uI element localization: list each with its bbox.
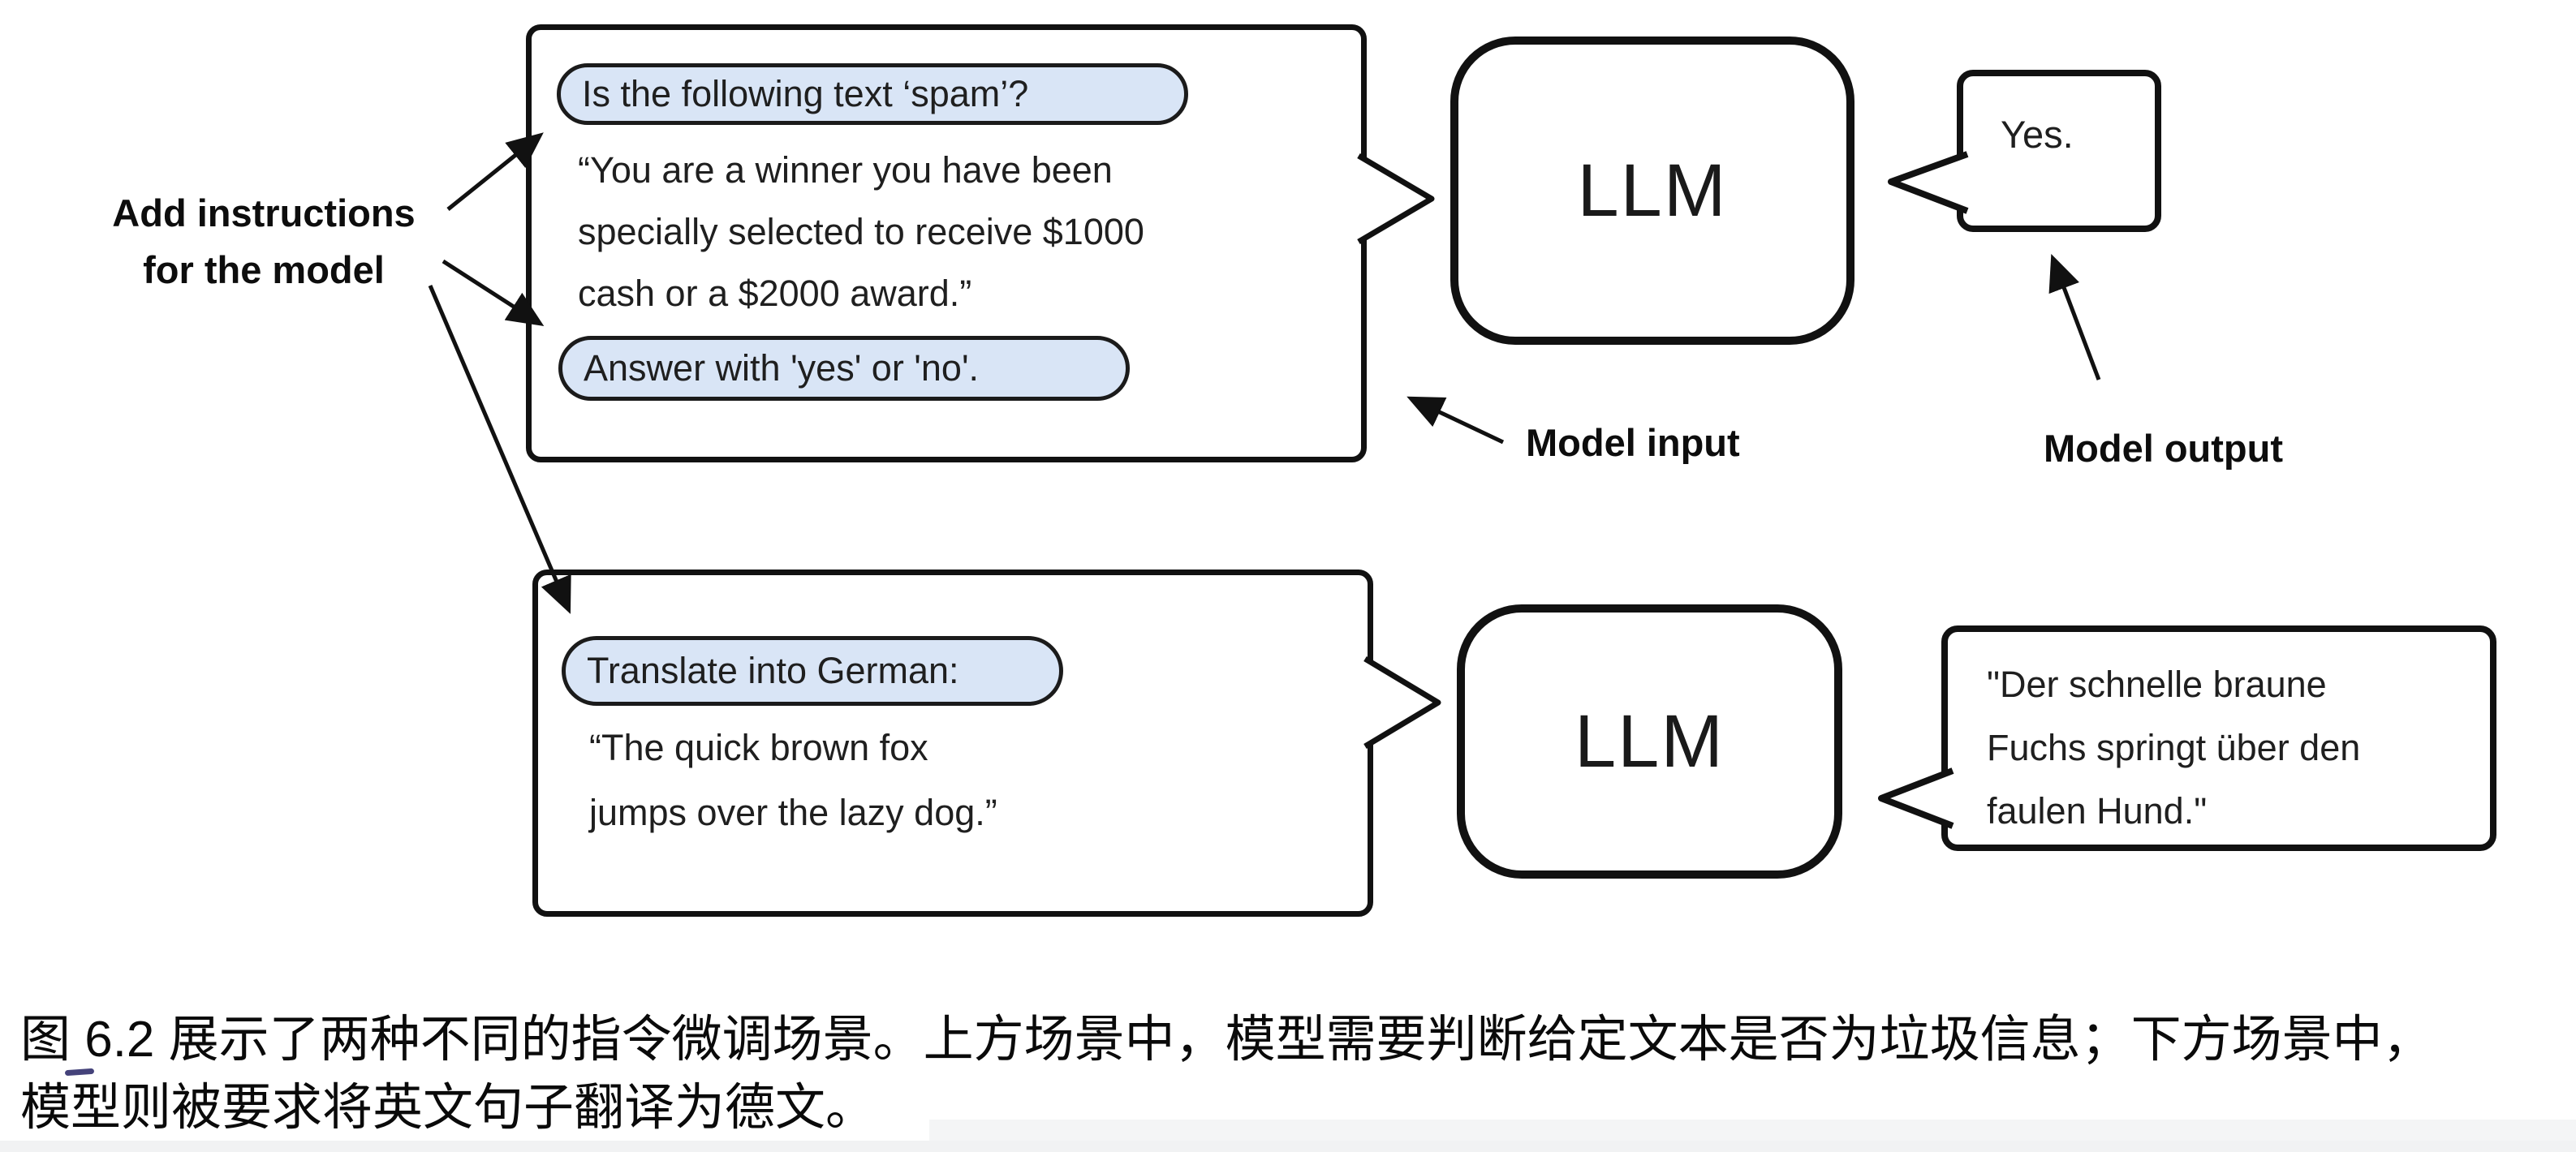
top-body-line-1: “You are a winner you have been: [578, 149, 1113, 191]
top-llm-label: LLM: [1577, 148, 1728, 232]
bottom-output-line-2: Fuchs springt über den: [1987, 727, 2361, 768]
bottom-llm-label: LLM: [1574, 699, 1725, 783]
bottom-body-line-2: jumps over the lazy dog.”: [589, 792, 997, 833]
bottom-body-line-1: “The quick brown fox: [589, 727, 928, 768]
model-output-arrow-icon: [2048, 253, 2101, 380]
bottom-instruction-pill: Translate into German:: [562, 636, 1063, 706]
figure-caption: 图 6.2 展示了两种不同的指令微调场景。上方场景中，模型需要判断给定文本是否为…: [20, 1006, 2433, 1142]
bottom-output-bubble: "Der schnelle braune Fuchs springt über …: [1941, 625, 2496, 851]
top-output-notch-icon: [1888, 151, 1969, 214]
top-llm-box: LLM: [1450, 37, 1854, 345]
caption-line-1: 图 6.2 展示了两种不同的指令微调场景。上方场景中，模型需要判断给定文本是否为…: [20, 1012, 2433, 1068]
model-input-arrow-icon: [1406, 396, 1505, 445]
bottom-instruction-text: Translate into German:: [587, 650, 959, 691]
bottom-model-input-box: [532, 570, 1373, 917]
top-instruction-pill-2: Answer with 'yes' or 'no'.: [558, 336, 1130, 401]
top-input-notch-icon: [1357, 153, 1435, 245]
caption-line-2: 模型则被要求将英文句子翻译为德文。: [20, 1080, 877, 1136]
model-input-label: Model input: [1526, 421, 1740, 464]
bottom-llm-box: LLM: [1457, 604, 1842, 879]
bottom-body-text: “The quick brown fox jumps over the lazy…: [589, 716, 997, 845]
add-instructions-line1: Add instructions: [112, 191, 416, 234]
top-body-line-2: specially selected to receive $1000: [578, 211, 1144, 252]
top-output-text: Yes.: [2001, 113, 2074, 156]
bottom-output-line-1: "Der schnelle braune: [1987, 664, 2327, 705]
top-body-line-3: cash or a $2000 award.”: [578, 273, 972, 314]
add-instructions-label: Add instructions for the model: [69, 185, 459, 299]
top-instruction-pill-1: Is the following text ‘spam’?: [557, 63, 1188, 125]
model-output-label: Model output: [2044, 427, 2283, 470]
top-instruction-2-text: Answer with 'yes' or 'no'.: [584, 347, 980, 389]
top-body-text: “You are a winner you have been speciall…: [578, 140, 1144, 325]
bottom-output-line-3: faulen Hund.": [1987, 790, 2208, 832]
top-output-bubble: Yes.: [1957, 70, 2161, 232]
bottom-input-notch-icon: [1363, 656, 1441, 750]
add-instructions-line2: for the model: [143, 248, 385, 291]
background-gray-strip: [0, 1141, 2576, 1152]
top-instruction-1-text: Is the following text ‘spam’?: [582, 73, 1029, 114]
